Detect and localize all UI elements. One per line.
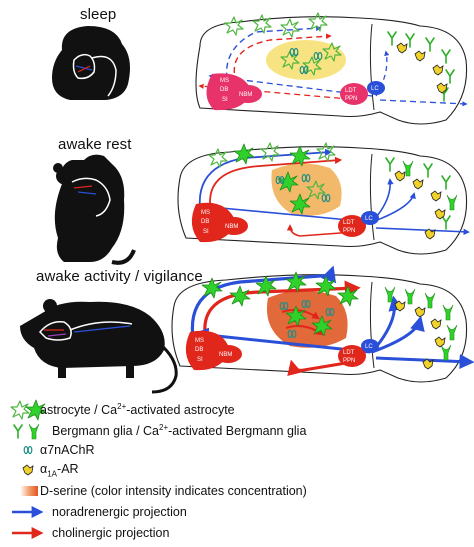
- nucleus-nbm-sleep: [234, 85, 262, 103]
- mouse-walking-silhouette: [20, 299, 178, 394]
- nucleus-nbm-awake-activity: [214, 345, 242, 363]
- label-ppn-awake-activity: PPN: [343, 358, 355, 364]
- label-nbm-sleep: NBM: [239, 92, 252, 98]
- panel-awake-rest: MS DB SI NBM LDT PPN LC: [53, 142, 470, 265]
- bergmann-icons-sleep: [387, 31, 455, 102]
- nucleus-ldt-ppn-sleep: [340, 83, 368, 105]
- legend-row-noradrenergic: noradrenergic projection: [52, 503, 187, 521]
- dserine-area-sleep: [266, 40, 346, 80]
- legend-row-astrocyte: astrocyte / Ca2+-activated astrocyte: [40, 401, 235, 419]
- legend-a7nachr-text: α7nAChR: [40, 443, 95, 457]
- nucleus-lc-awake-activity: [361, 339, 379, 353]
- legend-dserine-text: D-serine (color intensity indicates conc…: [40, 484, 307, 498]
- brain-outline-awake-activity: [171, 274, 468, 383]
- label-db-awake-activity: DB: [195, 347, 203, 353]
- label-si-awake-activity: SI: [197, 357, 203, 363]
- mouse-sleeping-silhouette: [52, 26, 130, 100]
- legend-row-bergmann: Bergmann glia / Ca2+-activated Bergmann …: [52, 422, 306, 440]
- legend-row-a7nachr: α7nAChR: [40, 441, 94, 459]
- dserine-area-awake-activity: [266, 290, 348, 348]
- activated-bergmann-glia-legend-icon: [28, 423, 40, 440]
- nucleus-nbm-awake-rest: [220, 217, 248, 235]
- dserine-gradient-legend-icon: [20, 486, 38, 496]
- label-nbm-awake-activity: NBM: [219, 352, 232, 358]
- label-ms-awake-activity: MS: [195, 338, 204, 344]
- label-db-sleep: DB: [220, 87, 228, 93]
- bergmann-glia-legend-icon: [13, 424, 23, 439]
- label-ppn-awake-rest: PPN: [343, 228, 355, 234]
- legend-noradrenergic-text: noradrenergic projection: [52, 505, 187, 519]
- a1a-ar-legend-icon: [22, 464, 34, 476]
- panel-title-awake-rest: awake rest: [58, 136, 132, 153]
- label-nbm-awake-rest: NBM: [225, 224, 238, 230]
- label-lc-awake-rest: LC: [365, 216, 373, 222]
- label-si-sleep: SI: [222, 97, 228, 103]
- legend-bergmann-text: Bergmann glia / Ca2+-activated Bergmann …: [52, 423, 307, 439]
- legend-cholinergic-text: cholinergic projection: [52, 526, 170, 540]
- label-ms-sleep: MS: [220, 78, 229, 84]
- panel-awake-activity: MS DB SI NBM LDT PPN LC: [20, 265, 474, 394]
- cholinergic-projection-sleep: [233, 33, 332, 93]
- nucleus-ldt-ppn-awake-rest: [338, 215, 366, 237]
- astrocyte-legend-icon: [10, 400, 30, 420]
- receptor-a7nachr-legend-icon: [23, 445, 33, 455]
- label-db-awake-rest: DB: [201, 219, 209, 225]
- label-si-awake-rest: SI: [203, 229, 209, 235]
- label-ppn-sleep: PPN: [345, 96, 357, 102]
- legend-row-dserine: D-serine (color intensity indicates conc…: [40, 482, 307, 500]
- panel-title-awake-activity: awake activity / vigilance: [36, 268, 203, 285]
- brain-outline-sleep: [195, 16, 468, 125]
- panel-title-sleep: sleep: [80, 6, 117, 23]
- legend-astrocyte-text: astrocyte / Ca2+-activated astrocyte: [40, 402, 235, 418]
- nucleus-ldt-ppn-awake-activity: [338, 345, 366, 367]
- nucleus-lc-awake-rest: [361, 211, 379, 225]
- legend-a1a-ar-text: α1A-AR: [40, 461, 79, 479]
- label-ldt-sleep: LDT: [345, 88, 357, 94]
- legend-icons: [10, 399, 47, 539]
- label-ldt-awake-activity: LDT: [343, 350, 355, 356]
- dserine-area-awake-rest: [271, 163, 342, 216]
- label-ldt-awake-rest: LDT: [343, 220, 355, 226]
- legend-row-cholinergic: cholinergic projection: [52, 524, 169, 542]
- bergmann-icons-awake-activity: [384, 286, 458, 370]
- nucleus-lc-sleep: [367, 81, 385, 95]
- mouse-sitting-silhouette: [53, 154, 136, 265]
- label-lc-sleep: LC: [371, 86, 379, 92]
- bergmann-icons-awake-rest: [385, 157, 458, 240]
- panel-sleep: MS DB SI NBM LDT PPN LC: [52, 12, 468, 125]
- label-lc-awake-activity: LC: [365, 344, 373, 350]
- label-ms-awake-rest: MS: [201, 210, 210, 216]
- legend-row-a1a-ar: α1A-AR: [40, 461, 79, 479]
- noradrenergic-projection-awake-activity: [190, 265, 337, 361]
